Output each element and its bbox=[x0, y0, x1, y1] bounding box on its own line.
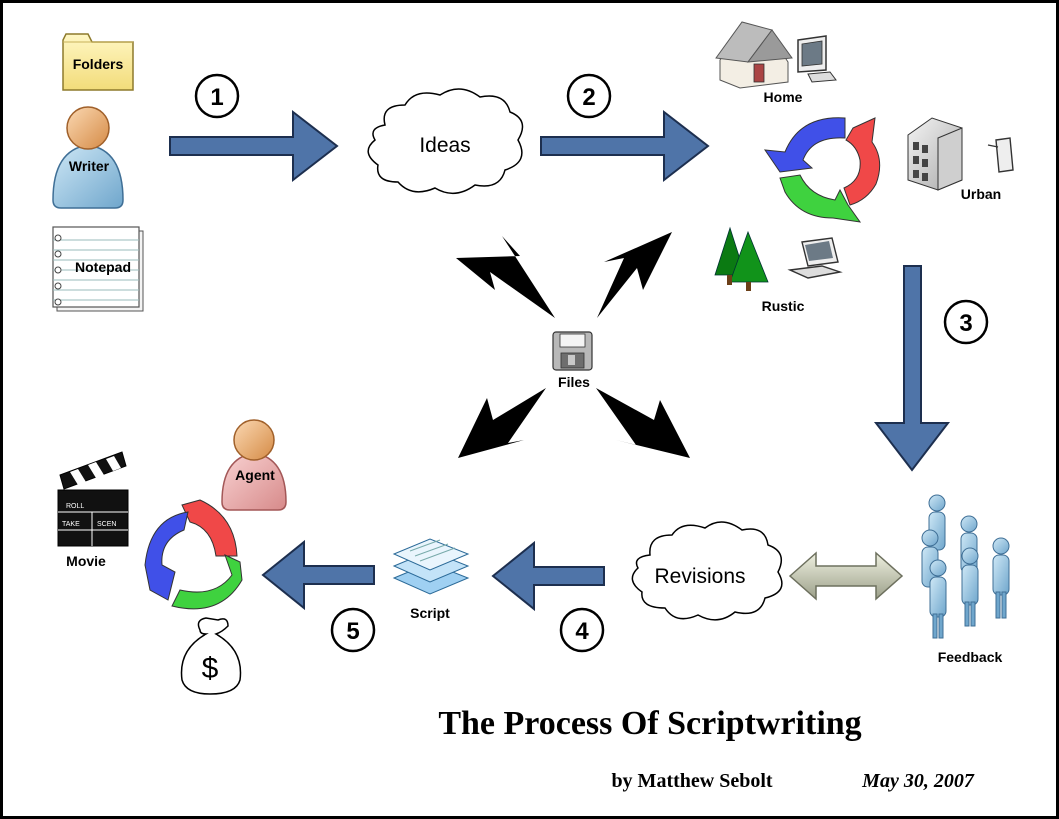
rustic-label: Rustic bbox=[762, 298, 805, 314]
diagram-title: The Process Of Scriptwriting bbox=[438, 705, 861, 742]
movie-label: Movie bbox=[66, 553, 106, 569]
step-3-badge: 3 bbox=[943, 299, 989, 345]
cycle-icon-top bbox=[763, 117, 881, 223]
feedback-label: Feedback bbox=[938, 649, 1003, 665]
feedback-exchange-arrow bbox=[788, 551, 904, 601]
files-label: Files bbox=[558, 374, 590, 390]
revisions-label: Revisions bbox=[654, 565, 745, 588]
computer-monitor-icon bbox=[797, 35, 837, 83]
svg-text:4: 4 bbox=[575, 618, 589, 645]
writer-person-icon bbox=[52, 106, 124, 209]
notepad-icon bbox=[52, 226, 144, 312]
svg-text:SCEN: SCEN bbox=[97, 521, 116, 528]
ideas-label: Ideas bbox=[419, 134, 470, 157]
dollar-sign: $ bbox=[202, 652, 219, 685]
urban-label: Urban bbox=[961, 186, 1001, 202]
office-building-icon bbox=[907, 117, 963, 191]
step-2-arrow bbox=[540, 109, 710, 183]
svg-text:ROLL: ROLL bbox=[66, 503, 84, 510]
cycle-icon-bottom bbox=[144, 499, 243, 610]
folders-label: Folders bbox=[73, 56, 124, 72]
svg-text:5: 5 bbox=[346, 618, 359, 645]
step-3-arrow bbox=[873, 265, 951, 472]
floppy-disk-icon bbox=[552, 331, 593, 371]
pine-trees-icon bbox=[714, 226, 769, 291]
feedback-group-icon bbox=[921, 494, 1010, 639]
script-pages-icon bbox=[392, 538, 470, 595]
spike-arrow-bottom-right bbox=[596, 388, 690, 458]
svg-text:3: 3 bbox=[959, 310, 972, 337]
ideas-cloud bbox=[367, 88, 524, 194]
mobile-device-icon bbox=[987, 137, 1014, 173]
spike-arrow-top-left bbox=[456, 236, 555, 318]
step-5-badge: 5 bbox=[330, 607, 376, 653]
step-2-badge: 2 bbox=[566, 73, 612, 119]
revisions-cloud bbox=[631, 521, 783, 621]
svg-text:1: 1 bbox=[210, 84, 223, 111]
step-1-badge: 1 bbox=[194, 73, 240, 119]
agent-label: Agent bbox=[235, 467, 275, 483]
step-4-badge: 4 bbox=[559, 607, 605, 653]
spike-arrow-top-right bbox=[597, 232, 672, 318]
laptop-icon bbox=[787, 237, 843, 279]
house-icon bbox=[715, 21, 793, 89]
step-4-arrow bbox=[491, 540, 605, 612]
step-1-arrow bbox=[169, 109, 339, 183]
svg-text:TAKE: TAKE bbox=[62, 521, 80, 528]
clapperboard-icon: ROLL TAKE SCEN bbox=[57, 451, 129, 547]
script-label: Script bbox=[410, 605, 450, 621]
notepad-label: Notepad bbox=[75, 259, 131, 275]
writer-label: Writer bbox=[69, 158, 110, 174]
folder-icon bbox=[62, 33, 134, 91]
step-5-arrow bbox=[261, 539, 375, 611]
home-label: Home bbox=[764, 89, 803, 105]
author-line: by Matthew Sebolt bbox=[611, 770, 772, 792]
files-inbound-arrows bbox=[456, 232, 690, 458]
svg-text:2: 2 bbox=[582, 84, 595, 111]
date-line: May 30, 2007 bbox=[861, 770, 975, 792]
agent-person-icon bbox=[221, 419, 287, 511]
money-bag-icon bbox=[180, 617, 242, 695]
spike-arrow-bottom-left bbox=[458, 388, 546, 458]
